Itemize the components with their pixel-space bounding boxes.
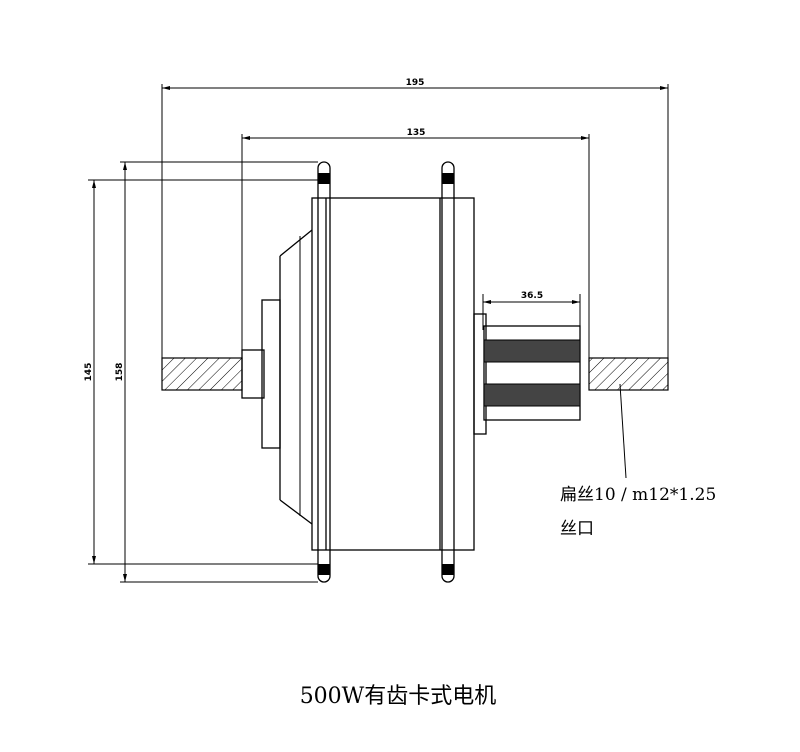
thread-note-line1: 扁丝10 / m12*1.25 [560,485,716,505]
diagram-caption: 500W有齿卡式电机 [300,684,497,709]
dim-inner-height-label: 145 [84,363,94,382]
dim-outer-height: 158 [115,161,318,583]
thread-note-line2: 丝口 [560,519,594,539]
dim-overall-width: 195 [161,78,669,362]
flange-right [441,161,455,583]
dim-freewheel-width-label: 36.5 [521,291,543,301]
axle-left [161,357,243,391]
motor-housing [311,197,475,551]
flange-left [317,161,331,583]
axle-right [588,357,669,391]
dim-inner-height: 145 [84,179,318,565]
left-hub [241,229,313,525]
freewheel-body [483,325,581,421]
dim-outer-height-label: 158 [115,363,125,382]
right-hub [473,313,487,435]
dim-housing-width-label: 135 [407,128,426,138]
thread-leader [619,383,627,479]
dim-freewheel-width: 36.5 [482,291,581,330]
dim-overall-width-label: 195 [406,78,425,88]
dim-housing-width: 135 [241,128,590,358]
